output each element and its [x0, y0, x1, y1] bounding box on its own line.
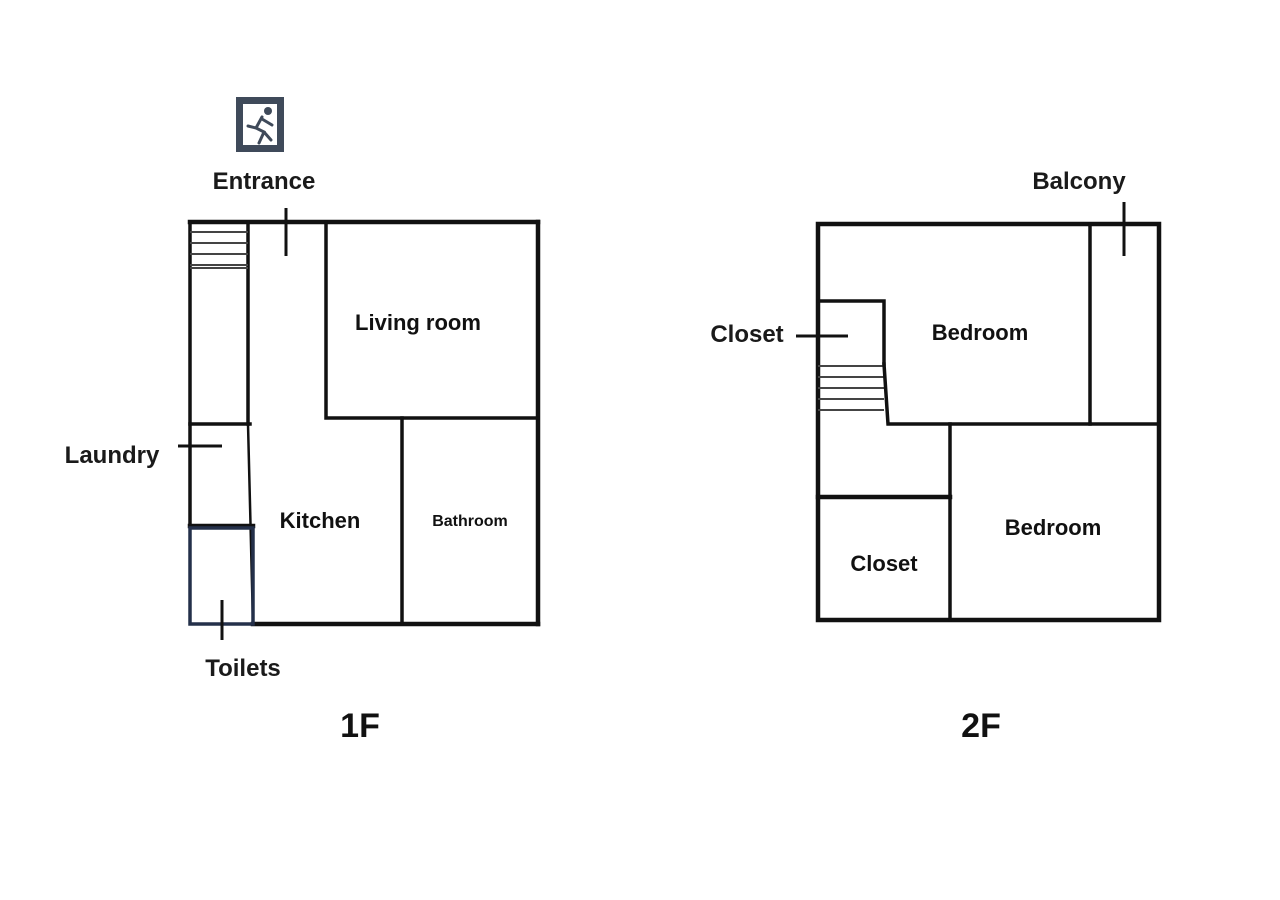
closet-bottom-label: Closet [850, 551, 918, 576]
bedroom-top-wall [882, 362, 1092, 426]
toilets-label: Toilets [205, 655, 281, 682]
floor-1-plan: Entrance Living room Kitchen Bathroom La… [65, 97, 541, 745]
balcony-label: Balcony [1032, 168, 1126, 195]
closet-left-label: Closet [710, 321, 783, 348]
closet-left-wall [816, 299, 886, 366]
entrance-label: Entrance [213, 168, 316, 195]
laundry-label: Laundry [65, 442, 160, 469]
living-room-label: Living room [355, 310, 481, 335]
bathroom-label: Bathroom [432, 513, 508, 530]
floor-2-plan: Balcony Closet Bedroom Bedroom Closet 2F [710, 168, 1162, 745]
floor-1-label: 1F [340, 707, 380, 745]
bedroom-bottom-label: Bedroom [1005, 515, 1102, 540]
living-room-wall [324, 220, 540, 420]
emergency-exit-icon [236, 97, 284, 152]
staircase-2f [818, 365, 884, 411]
staircase-1f [190, 231, 248, 269]
kitchen-label: Kitchen [280, 508, 361, 533]
bedroom-top-label: Bedroom [932, 320, 1029, 345]
outer-wall-2f [815, 221, 1162, 623]
floor-2-label: 2F [961, 707, 1001, 745]
